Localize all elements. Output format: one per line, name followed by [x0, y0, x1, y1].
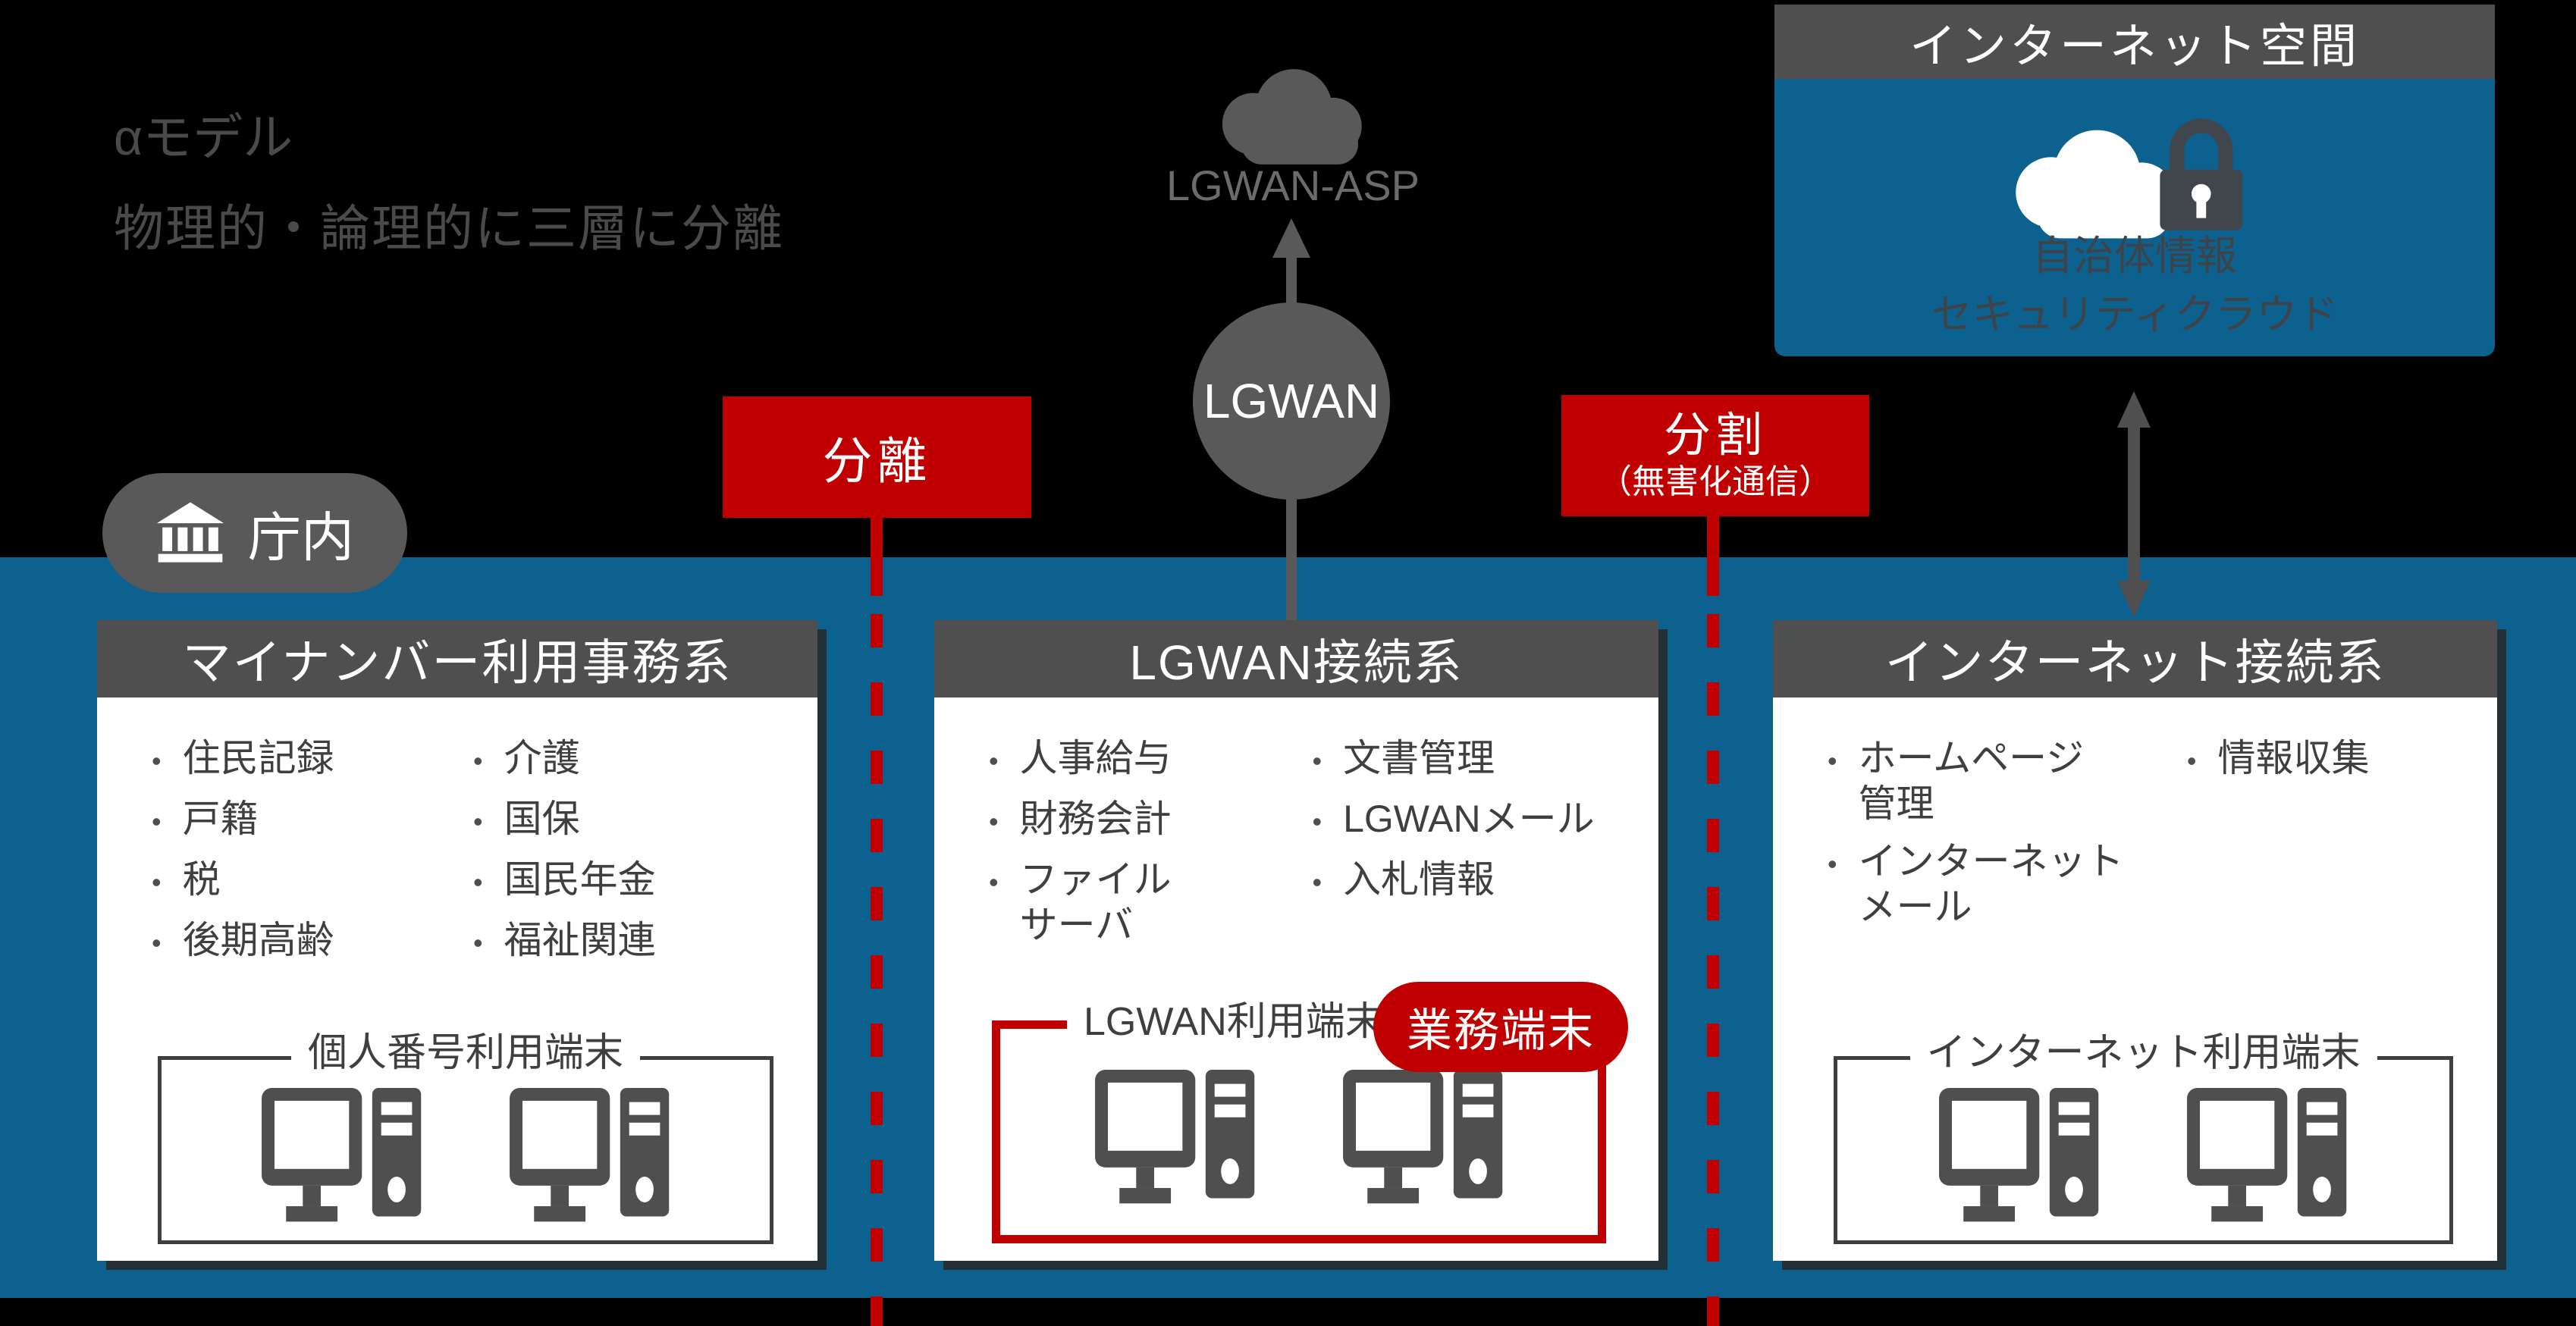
- bullet-dot: [989, 735, 1020, 784]
- list-item: 税: [152, 857, 473, 905]
- computer-icon: [1343, 1070, 1504, 1205]
- panel-mynumber-title: マイナンバー利用事務系: [97, 620, 817, 697]
- lgwan-node: LGWAN: [1193, 303, 1390, 500]
- bullet-dot: [1313, 735, 1344, 784]
- list-item: 情報収集: [2187, 735, 2474, 784]
- separation-box: 分離: [723, 397, 1031, 518]
- division-box: 分割 （無害化通信）: [1561, 395, 1869, 516]
- internet-space-title: インターネット空間: [1774, 5, 2495, 79]
- computer-icon: [1095, 1070, 1256, 1205]
- panel-lgwan-title: LGWAN接続系: [934, 620, 1658, 697]
- division-label: 分割: [1663, 409, 1767, 462]
- terminal-box-lgwan: LGWAN利用端末 業務端末: [992, 982, 1628, 1243]
- bullet-dot: [152, 735, 183, 784]
- security-cloud-label: 自治体情報 セキュリティクラウド: [1774, 227, 2495, 343]
- list-item: ファイル サーバ: [989, 857, 1313, 948]
- division-line-dashed: [1707, 614, 1719, 1326]
- bullet-dot: [989, 857, 1020, 948]
- terminal-box-internet: インターネット利用端末: [1834, 1031, 2453, 1244]
- model-title: αモデル: [114, 109, 293, 165]
- panel-internet-list: ホームページ 管理 インターネット メール 情報収集: [1773, 697, 2497, 942]
- bullet-dot: [152, 917, 183, 966]
- bullet-dot: [473, 735, 504, 784]
- bullet-dot: [152, 796, 183, 845]
- bullet-dot: [1828, 839, 1859, 929]
- lgwan-panel-connector-line: [1286, 497, 1297, 622]
- list-item: 財務会計: [989, 796, 1313, 845]
- list-item: LGWANメール: [1313, 796, 1636, 845]
- list-item: 住民記録: [152, 735, 473, 784]
- business-terminal-badge: 業務端末: [1373, 982, 1628, 1072]
- computer-icon: [2187, 1088, 2348, 1223]
- list-item: インターネット メール: [1828, 839, 2187, 929]
- list-item: 国保: [473, 796, 795, 845]
- computer-icon: [1939, 1088, 2100, 1223]
- separation-line-solid: [871, 517, 883, 596]
- division-line-solid: [1707, 516, 1719, 596]
- arrow-up-icon: [1272, 218, 1310, 306]
- panel-mynumber-list: 住民記録 戸籍 税 後期高齢 介護 国保 国民年金 福祉関連: [97, 697, 817, 978]
- terminal-box-label: LGWAN利用端末: [1067, 1000, 1401, 1045]
- government-building-icon: [155, 501, 225, 565]
- list-item: 人事給与: [989, 735, 1313, 784]
- security-cloud-label-line1: 自治体情報: [2032, 234, 2237, 279]
- chonai-label: 庁内: [248, 507, 354, 567]
- security-cloud-area: 自治体情報 セキュリティクラウド: [1774, 79, 2495, 356]
- bullet-dot: [1313, 796, 1344, 845]
- division-note: （無害化通信）: [1599, 463, 1832, 501]
- terminal-box-label: 個人番号利用端末: [290, 1031, 641, 1077]
- list-item: 後期高齢: [152, 917, 473, 966]
- double-arrow-icon: [2117, 391, 2151, 617]
- bullet-dot: [2187, 735, 2218, 784]
- bullet-dot: [1313, 857, 1344, 905]
- list-item: ホームページ 管理: [1828, 735, 2187, 826]
- terminal-box-mynumber: 個人番号利用端末: [158, 1031, 773, 1244]
- bullet-dot: [473, 857, 504, 905]
- list-item: 戸籍: [152, 796, 473, 845]
- computer-icon: [262, 1088, 422, 1223]
- separation-line-dashed: [871, 614, 883, 1326]
- chonai-pill: 庁内: [102, 473, 407, 593]
- list-item: 介護: [473, 735, 795, 784]
- list-item: 入札情報: [1313, 857, 1636, 905]
- security-cloud-label-line2: セキュリティクラウド: [1931, 291, 2339, 337]
- terminal-box-label: インターネット利用端末: [1909, 1031, 2377, 1077]
- lgwan-asp-cloud-icon: [1207, 67, 1376, 167]
- bullet-dot: [1828, 735, 1859, 826]
- bullet-dot: [473, 796, 504, 845]
- list-item: 国民年金: [473, 857, 795, 905]
- panel-internet-title: インターネット接続系: [1773, 620, 2497, 697]
- panel-mynumber: マイナンバー利用事務系 住民記録 戸籍 税 後期高齢 介護 国保 国民年金 福祉…: [97, 620, 817, 1261]
- computer-icon: [510, 1088, 670, 1223]
- list-item: 文書管理: [1313, 735, 1636, 784]
- bullet-dot: [473, 917, 504, 966]
- model-subtitle: 物理的・論理的に三層に分離: [114, 200, 784, 256]
- internet-space-box: インターネット空間 自治体情報 セキュリティクラウド: [1774, 5, 2495, 356]
- panel-lgwan-list: 人事給与 財務会計 ファイル サーバ 文書管理 LGWANメール 入札情報: [934, 697, 1658, 960]
- list-item: 福祉関連: [473, 917, 795, 966]
- panel-internet: インターネット接続系 ホームページ 管理 インターネット メール 情報収集 イン…: [1773, 620, 2497, 1261]
- panel-lgwan: LGWAN接続系 人事給与 財務会計 ファイル サーバ 文書管理 LGWANメー…: [934, 620, 1658, 1261]
- lgwan-asp-label: LGWAN-ASP: [1166, 161, 1420, 209]
- bullet-dot: [152, 857, 183, 905]
- bullet-dot: [989, 796, 1020, 845]
- lock-icon: [2159, 109, 2244, 240]
- separation-label: 分離: [822, 433, 932, 489]
